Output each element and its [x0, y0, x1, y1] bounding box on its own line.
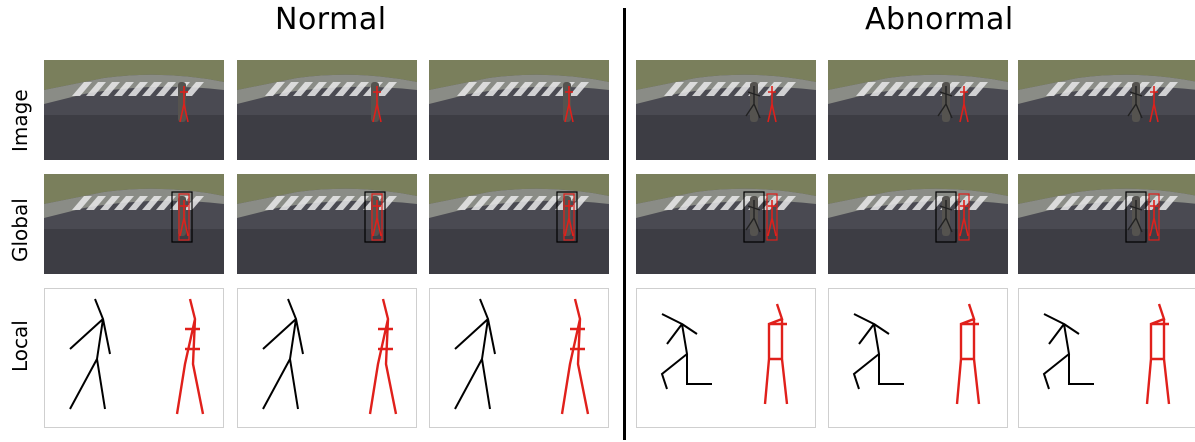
pedestrian: [371, 82, 382, 123]
image-panel-normal-2: [237, 60, 417, 160]
pedestrian: [745, 196, 777, 237]
group-divider: [623, 8, 626, 440]
observed-skeleton: [262, 298, 304, 410]
image-panel-abnormal-2: [828, 60, 1008, 160]
street-scene: [828, 174, 1008, 274]
observed-skeleton: [660, 313, 712, 390]
street-scene: [237, 60, 417, 160]
local-panel-abnormal-3: [1018, 288, 1195, 428]
predicted-skeleton: [763, 303, 789, 405]
observed-skeleton: [69, 298, 111, 410]
image-panel-abnormal-1: [636, 60, 816, 160]
pedestrian: [937, 196, 969, 237]
street-scene: [1018, 174, 1195, 274]
local-pose-pair: [69, 298, 205, 415]
observed-skeleton: [1042, 313, 1094, 390]
image-panel-abnormal-3: [1018, 60, 1195, 160]
street-scene: [44, 60, 224, 160]
local-panel-abnormal-1: [636, 288, 816, 428]
image-panel-normal-1: [44, 60, 224, 160]
abnormal-title: Abnormal: [865, 2, 1014, 37]
local-pose-pair: [262, 298, 398, 415]
street-scene: [44, 174, 224, 274]
global-panel-normal-1: [44, 174, 224, 274]
predicted-skeleton: [1145, 303, 1171, 405]
pedestrian: [178, 196, 189, 237]
street-scene: [828, 60, 1008, 160]
global-panel-normal-2: [237, 174, 417, 274]
local-pose-pair: [660, 303, 789, 405]
local-panel-normal-2: [237, 288, 417, 428]
street-scene: [636, 60, 816, 160]
predicted-skeleton: [955, 303, 981, 405]
local-pose-pair: [1042, 303, 1171, 405]
normal-title: Normal: [275, 2, 387, 37]
global-panel-abnormal-3: [1018, 174, 1195, 274]
pedestrian: [563, 196, 574, 237]
local-pose-pair: [454, 298, 590, 415]
global-panel-abnormal-2: [828, 174, 1008, 274]
predicted-skeleton: [175, 298, 205, 415]
row-label-local: Local: [8, 320, 32, 372]
predicted-skeleton: [368, 298, 398, 415]
image-panel-normal-3: [429, 60, 609, 160]
local-pose-pair: [852, 303, 981, 405]
pedestrian: [371, 196, 382, 237]
row-label-global: Global: [8, 198, 32, 262]
observed-skeleton: [852, 313, 904, 390]
street-scene: [1018, 60, 1195, 160]
local-panel-normal-3: [429, 288, 609, 428]
street-scene: [429, 174, 609, 274]
street-scene: [636, 174, 816, 274]
pedestrian: [1127, 82, 1159, 123]
observed-skeleton: [454, 298, 496, 410]
predicted-skeleton: [560, 298, 590, 415]
pedestrian: [563, 82, 574, 123]
global-panel-abnormal-1: [636, 174, 816, 274]
pedestrian: [937, 82, 969, 123]
pedestrian: [178, 82, 189, 123]
pedestrian: [745, 82, 777, 123]
local-panel-abnormal-2: [828, 288, 1008, 428]
row-label-image: Image: [8, 89, 32, 152]
pedestrian: [1127, 196, 1159, 237]
street-scene: [429, 60, 609, 160]
global-panel-normal-3: [429, 174, 609, 274]
local-panel-normal-1: [44, 288, 224, 428]
street-scene: [237, 174, 417, 274]
